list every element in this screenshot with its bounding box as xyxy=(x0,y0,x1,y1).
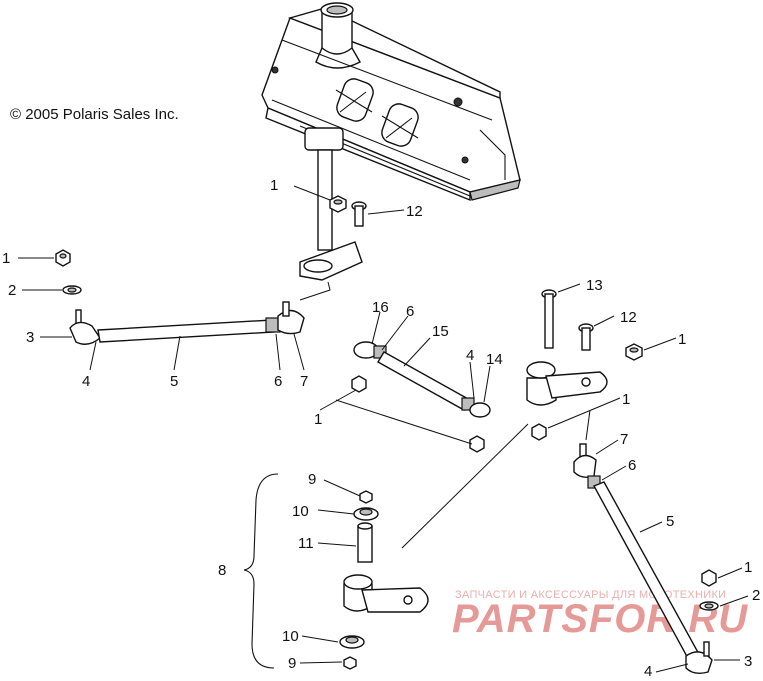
watermark-brand: PARTSFOR.RU xyxy=(452,597,748,641)
front-frame xyxy=(261,2,521,202)
callout-1: 1 xyxy=(270,177,278,194)
callout-7: 7 xyxy=(620,431,628,448)
leader-lines xyxy=(18,185,749,673)
drag-link-15 xyxy=(351,341,491,418)
callout-12: 12 xyxy=(620,309,637,326)
callout-15: 15 xyxy=(432,323,449,340)
callout-7: 7 xyxy=(300,373,308,390)
callouts: 1 12 1 2 3 4 5 6 7 16 6 15 4 14 1 13 12 … xyxy=(2,177,760,680)
callout-9: 9 xyxy=(308,471,316,488)
callout-6: 6 xyxy=(274,373,282,390)
nut-1-top xyxy=(329,195,347,213)
bolt-12-top xyxy=(351,201,367,227)
callout-6: 6 xyxy=(628,457,636,474)
callout-10: 10 xyxy=(282,628,299,645)
callout-6: 6 xyxy=(406,303,414,320)
callout-12: 12 xyxy=(406,203,423,220)
callout-2: 2 xyxy=(752,587,760,604)
pitman-arm-right xyxy=(469,289,643,453)
pitman-arm-kit-8 xyxy=(243,473,429,670)
callout-4: 4 xyxy=(644,663,652,680)
callout-3: 3 xyxy=(26,329,34,346)
callout-4: 4 xyxy=(466,347,474,364)
callout-14: 14 xyxy=(486,351,503,368)
copyright-text: © 2005 Polaris Sales Inc. xyxy=(10,106,179,123)
callout-1: 1 xyxy=(2,250,10,267)
callout-1: 1 xyxy=(314,411,322,428)
callout-1: 1 xyxy=(678,331,686,348)
callout-1: 1 xyxy=(622,391,630,408)
callout-16: 16 xyxy=(372,299,389,316)
steering-post xyxy=(299,127,363,301)
callout-3: 3 xyxy=(744,653,752,670)
callout-9: 9 xyxy=(288,655,296,672)
callout-13: 13 xyxy=(586,277,603,294)
callout-11: 11 xyxy=(298,535,314,552)
callout-1: 1 xyxy=(744,559,752,576)
callout-5: 5 xyxy=(666,513,674,530)
callout-4: 4 xyxy=(82,373,90,390)
callout-8: 8 xyxy=(218,562,226,579)
left-tie-rod xyxy=(55,249,305,345)
watermark: ЗАПЧАСТИ И АКСЕССУАРЫ ДЛЯ МОТОТЕХНИКИ PA… xyxy=(452,589,748,641)
callout-5: 5 xyxy=(170,373,178,390)
callout-2: 2 xyxy=(8,282,16,299)
right-tie-rod xyxy=(573,443,719,675)
callout-10: 10 xyxy=(292,503,309,520)
